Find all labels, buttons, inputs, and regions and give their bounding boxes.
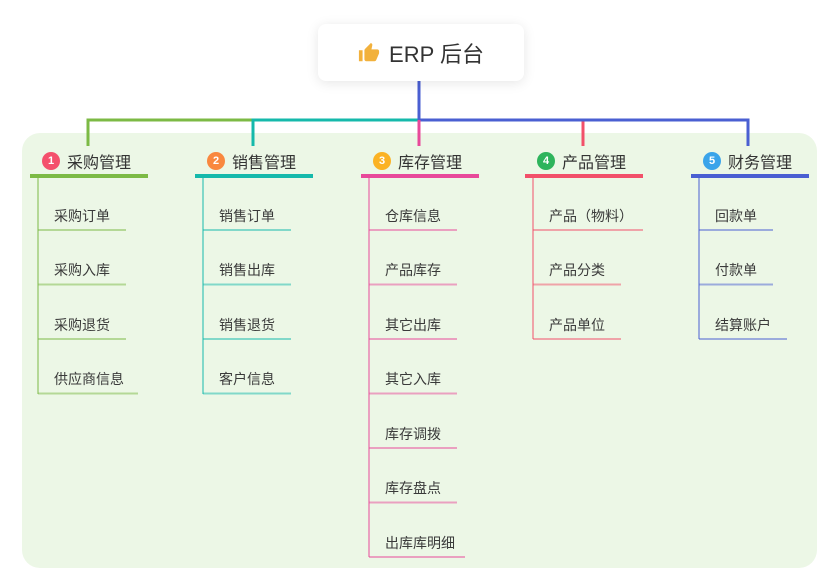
child-node[interactable]: 库存调拨 [385, 426, 441, 442]
child-node[interactable]: 采购入库 [54, 262, 110, 278]
branch-number-badge: 3 [373, 152, 391, 170]
branch-node-purchase[interactable]: 1 采购管理 [42, 149, 131, 173]
root-node[interactable]: ERP 后台 [318, 24, 524, 81]
child-node[interactable]: 产品分类 [549, 262, 605, 278]
thumbs-up-icon [358, 42, 380, 61]
branches-background-panel [22, 133, 817, 568]
child-node[interactable]: 客户信息 [219, 371, 275, 387]
child-node[interactable]: 结算账户 [715, 317, 771, 333]
child-node[interactable]: 销售退货 [219, 317, 275, 333]
child-node[interactable]: 回款单 [715, 208, 757, 224]
branch-node-sales[interactable]: 2 销售管理 [207, 149, 296, 173]
child-node[interactable]: 其它入库 [385, 371, 441, 387]
child-node[interactable]: 产品库存 [385, 262, 441, 278]
branch-number-badge: 2 [207, 152, 225, 170]
child-node[interactable]: 销售出库 [219, 262, 275, 278]
branch-number-badge: 4 [537, 152, 555, 170]
branch-node-finance[interactable]: 5 财务管理 [703, 149, 792, 173]
branch-node-product[interactable]: 4 产品管理 [537, 149, 626, 173]
branch-label: 财务管理 [728, 155, 793, 172]
branch-label: 销售管理 [232, 155, 297, 172]
branch-label: 产品管理 [562, 155, 627, 172]
child-node[interactable]: 出库库明细 [385, 535, 455, 551]
root-label: ERP 后台 [389, 41, 484, 67]
child-node[interactable]: 产品（物料） [549, 208, 633, 224]
branch-label: 库存管理 [398, 155, 463, 172]
child-node[interactable]: 产品单位 [549, 317, 605, 333]
child-node[interactable]: 仓库信息 [385, 208, 441, 224]
connector-branch-4 [419, 118, 585, 146]
connector-branch-5-and-root [417, 81, 750, 146]
branch-label: 采购管理 [67, 155, 132, 172]
child-node[interactable]: 付款单 [715, 262, 757, 278]
branch-number-badge: 5 [703, 152, 721, 170]
child-node[interactable]: 其它出库 [385, 317, 441, 333]
child-node[interactable]: 采购退货 [54, 317, 110, 333]
child-node[interactable]: 采购订单 [54, 208, 110, 224]
branch-number-badge: 1 [42, 152, 60, 170]
connector-branch-2 [251, 118, 419, 146]
branch-node-inventory[interactable]: 3 库存管理 [373, 149, 462, 173]
child-node[interactable]: 库存盘点 [385, 480, 441, 496]
child-node[interactable]: 销售订单 [219, 208, 275, 224]
child-node[interactable]: 供应商信息 [54, 371, 124, 387]
